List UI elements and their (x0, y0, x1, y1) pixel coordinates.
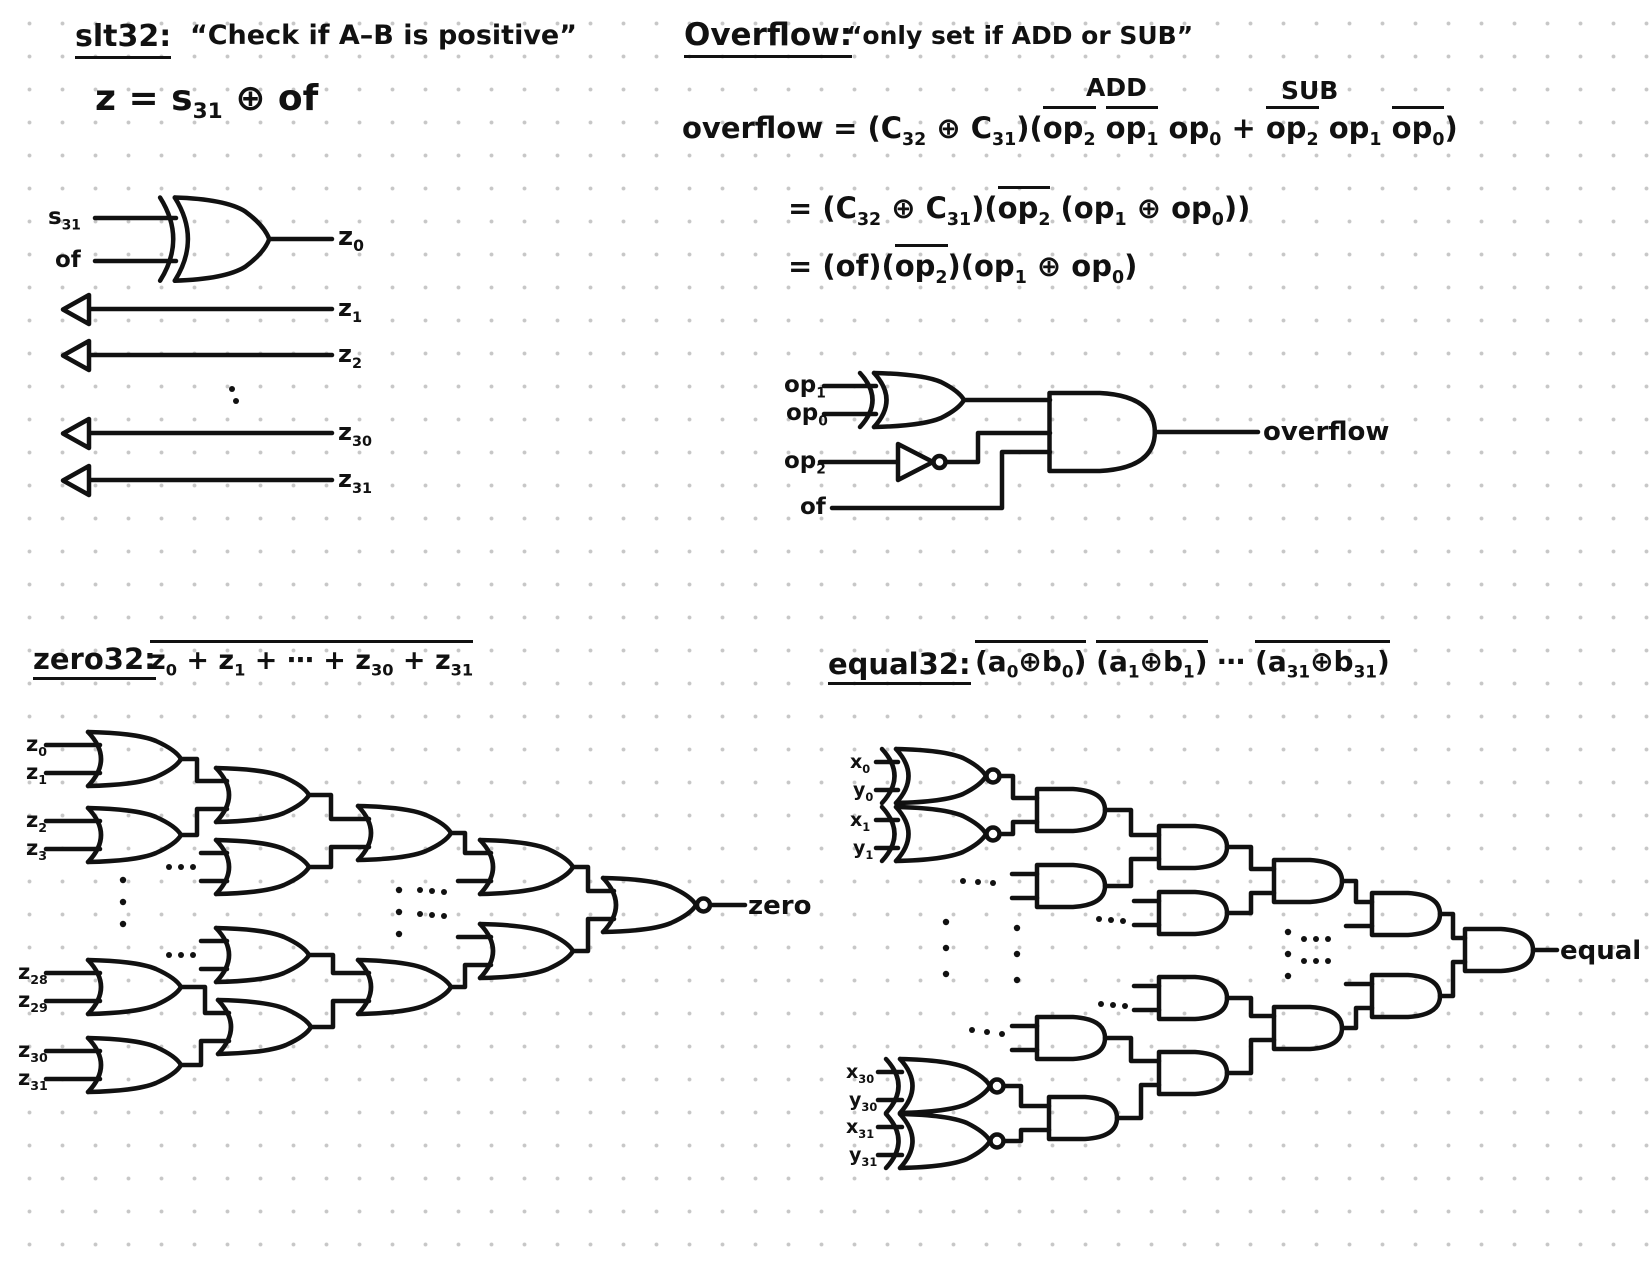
or-gate-icon (480, 924, 573, 978)
z31-output-label: z31 (338, 465, 372, 497)
overflow-quote: “only set if ADD or SUB” (846, 21, 1194, 50)
x1-input-label: x1 (850, 809, 871, 834)
or-gate-icon (218, 1000, 311, 1054)
or-gate-icon (88, 1038, 181, 1092)
or-gate-icon (88, 960, 181, 1014)
or-gate-icon (216, 840, 309, 894)
and-gate-icon (1159, 977, 1227, 1019)
z1-input-label: z1 (26, 760, 47, 788)
or-gate-icon (358, 806, 451, 860)
and-gate-icon (1372, 893, 1440, 935)
y30-input-label: y30 (849, 1089, 878, 1114)
z30-output-label: z30 (338, 418, 372, 450)
xnor-gate-icon (882, 807, 1000, 861)
z1-output-label: z1 (338, 294, 362, 326)
overflow-equation-2: = (C32 ⊕ C31)(op2 (op1 ⊕ op0)) (788, 186, 1250, 228)
and-gate-icon (1274, 860, 1342, 902)
and-gate-icon (1049, 1097, 1117, 1139)
z0-output-label: z0 (338, 222, 364, 256)
wires (90, 218, 332, 480)
or-gate-icon (88, 732, 181, 786)
x31-input-label: x31 (846, 1116, 875, 1141)
and-gate-icon (1037, 789, 1105, 831)
x30-input-label: x30 (846, 1061, 875, 1086)
op1-input-label: op1 (784, 372, 826, 402)
z2-output-label: z2 (338, 340, 362, 372)
z2-input-label: z2 (26, 808, 47, 836)
s31-input-label: s31 (48, 204, 81, 234)
equal32-equation: (a0⊕b0) (a1⊕b1) ⋯ (a31⊕b31) (975, 640, 1390, 680)
y31-input-label: y31 (849, 1144, 878, 1169)
slt32-circuit (63, 198, 332, 495)
z28-input-label: z28 (18, 960, 48, 988)
xnor-gate-icon (886, 1114, 1004, 1168)
z29-input-label: z29 (18, 988, 48, 1016)
sub-annotation: SUB (1281, 76, 1339, 105)
op2-input-label: op2 (784, 448, 826, 478)
wires (820, 386, 1258, 508)
and-gate-icon (1037, 865, 1105, 907)
and-gate-icon (1159, 892, 1227, 934)
zero-output-label: zero (748, 891, 812, 921)
xnor-gate-icon (882, 749, 1000, 803)
and-gate-icon (1465, 929, 1533, 971)
x0-input-label: x0 (850, 751, 871, 776)
slt32-equation: z = s31 ⊕ of (95, 78, 319, 125)
y1-input-label: y1 (853, 837, 874, 862)
of-input-label: of (55, 247, 81, 273)
xnor-gate-icon (886, 1059, 1004, 1113)
of-input-label: of (800, 494, 826, 520)
triangle-terminal-icon (63, 466, 89, 495)
or-gate-icon (88, 808, 181, 862)
zero32-equation: z0 + z1 + ⋯ + z30 + z31 (150, 640, 474, 678)
zero32-title: zero32: (33, 642, 156, 681)
ellipsis-dots (229, 386, 239, 404)
nor-gate-icon (603, 878, 710, 932)
equal32-title: equal32: (828, 647, 971, 686)
and-gate-icon (1037, 1017, 1105, 1059)
not-gate-icon (898, 444, 946, 480)
overflow-equation-1: overflow = (C32 ⊕ C31)(op2 op1 op0 + op2… (682, 106, 1458, 148)
and-gate-icon (1050, 393, 1155, 471)
and-gate-icon (1159, 1052, 1227, 1094)
xor-gate-icon (860, 373, 964, 427)
ellipsis-dots (119, 864, 447, 958)
equal-output-label: equal (1560, 936, 1642, 966)
overflow-equation-3: = (of)(op2)(op1 ⊕ op0) (788, 244, 1137, 286)
or-gate-icon (480, 840, 573, 894)
and-gate-icon (1274, 1007, 1342, 1049)
z31-input-label: z31 (18, 1066, 48, 1094)
xor-gate-icon (160, 198, 269, 281)
add-annotation: ADD (1086, 73, 1147, 102)
or-gate-icon (358, 960, 451, 1014)
slt32-quote: “Check if A–B is positive” (190, 20, 577, 51)
triangle-terminal-icon (63, 341, 89, 370)
slt32-title: slt32: (75, 19, 172, 59)
y0-input-label: y0 (853, 779, 874, 804)
zero32-circuit (46, 732, 745, 1092)
or-gate-icon (216, 768, 309, 822)
overflow-output-label: overflow (1263, 417, 1390, 447)
equal32-circuit (876, 749, 1557, 1168)
wires (876, 762, 1557, 1155)
triangle-terminal-icon (63, 419, 89, 448)
z3-input-label: z3 (26, 836, 47, 864)
triangle-terminal-icon (63, 295, 89, 324)
or-gate-icon (216, 928, 309, 982)
and-gate-icon (1372, 975, 1440, 1017)
wires (46, 745, 745, 1079)
z0-input-label: z0 (26, 732, 47, 760)
ellipsis-dots (942, 878, 1331, 1037)
overflow-circuit (820, 373, 1258, 508)
and-gate-icon (1159, 826, 1227, 868)
overflow-title: Overflow: (684, 17, 853, 58)
op0-input-label: op0 (786, 400, 828, 430)
z30-input-label: z30 (18, 1038, 48, 1066)
